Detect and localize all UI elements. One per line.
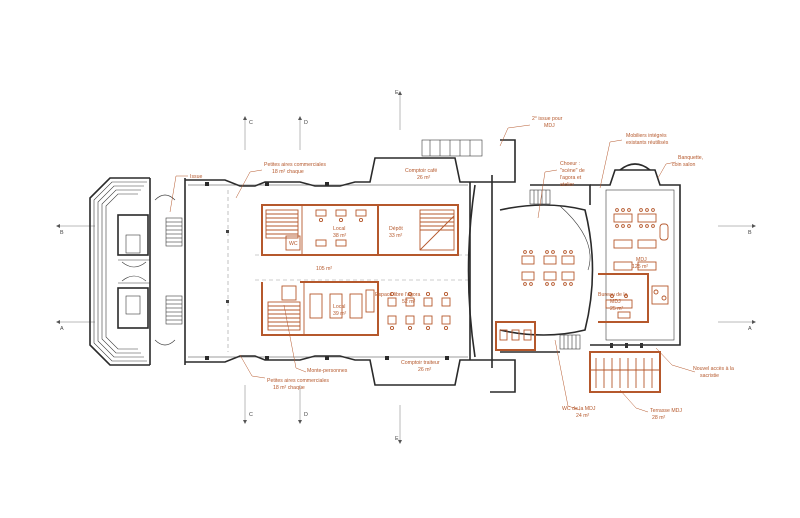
label-bureau-1: Bureau de la (598, 292, 628, 298)
local-top-room (261, 204, 379, 256)
label-wc-mdj-1: WC de la MDJ (562, 406, 596, 412)
label-wc: WC (289, 241, 298, 247)
label-mdj-1: MDJ (636, 257, 647, 263)
section-mark-b-left: B (60, 230, 64, 236)
section-mark-a-right: A (748, 326, 752, 332)
label-bureau-3: 25 m² (610, 306, 624, 312)
label-second-issue-1: 2° issue pour (532, 116, 563, 122)
label-comptoir-cafe-2: 26 m² (417, 175, 431, 181)
label-depot-2: 33 m² (389, 233, 403, 239)
label-issue: Issue (190, 174, 203, 180)
section-mark-c-top: C (249, 120, 253, 126)
label-choeur-2: "scène" de (560, 168, 585, 174)
label-petites-top-2: 18 m² chaque (272, 169, 304, 175)
terrasse-mdj (589, 351, 661, 393)
section-mark-d-top: D (304, 120, 308, 126)
label-area-105: 105 m² (316, 266, 332, 272)
label-local-bottom-1: Local (333, 304, 345, 310)
section-mark-d-bottom: D (304, 412, 308, 418)
label-comptoir-traiteur-1: Comptoir traiteur (401, 360, 440, 366)
label-nouvel-acces-1: Nouvel accès à la (693, 366, 734, 372)
label-local-top-2: 38 m² (333, 233, 347, 239)
label-choeur-4: atelier (560, 182, 574, 188)
label-banquette-2: coin salon (672, 162, 695, 168)
label-petites-bottom-2: 18 m² chaque (273, 385, 305, 391)
leader-lines (169, 124, 696, 413)
label-terrasse-1: Terrasse MDJ (650, 408, 682, 414)
label-terrasse-2: 28 m² (652, 415, 666, 421)
label-petites-bottom-1: Petites aires commerciales (267, 378, 329, 384)
label-monte-personnes: Monte-personnes (307, 368, 348, 374)
label-espace-2: 52 m² (402, 299, 416, 305)
depot-room (378, 204, 459, 256)
section-markers: E E C C D D B B A A (56, 90, 756, 444)
entrance-vestibule (121, 178, 186, 365)
section-mark-c-bottom: C (249, 412, 253, 418)
section-mark-b-right: B (748, 230, 752, 236)
label-bureau-2: MDJ (610, 299, 621, 305)
section-mark-a-left: A (60, 326, 64, 332)
entrance-apse (89, 177, 150, 366)
label-second-issue-2: MDJ (544, 123, 555, 129)
label-nouvel-acces-2: sacristie (700, 373, 719, 379)
label-choeur-3: l'agora et (560, 175, 582, 181)
local-bottom-room (261, 281, 379, 336)
plan-labels: Issue Petites aires commerciales 18 m² c… (190, 116, 734, 421)
section-mark-e-bottom: E (395, 436, 399, 442)
label-local-top-1: Local (333, 226, 345, 232)
label-mobiliers-2: existants réutilisés (626, 140, 669, 146)
label-petites-top-1: Petites aires commerciales (264, 162, 326, 168)
label-espace-1: Espace libre l'agora (375, 292, 421, 298)
label-choeur-1: Choeur : (560, 161, 580, 167)
label-comptoir-traiteur-2: 26 m² (418, 367, 432, 373)
label-comptoir-cafe-1: Comptoir café (405, 168, 437, 174)
label-mobiliers-1: Mobiliers intégrés (626, 133, 667, 139)
label-wc-mdj-2: 24 m² (576, 413, 590, 419)
mdj-wing (590, 163, 681, 348)
label-depot-1: Dépôt (389, 226, 403, 232)
section-mark-e-top: E (395, 90, 399, 96)
label-local-bottom-2: 39 m² (333, 311, 347, 317)
agora-tables (387, 291, 451, 331)
label-mdj-2: 125 m² (632, 264, 648, 270)
label-banquette-1: Banquette, (678, 155, 703, 161)
wc-mdj-room (495, 321, 536, 351)
